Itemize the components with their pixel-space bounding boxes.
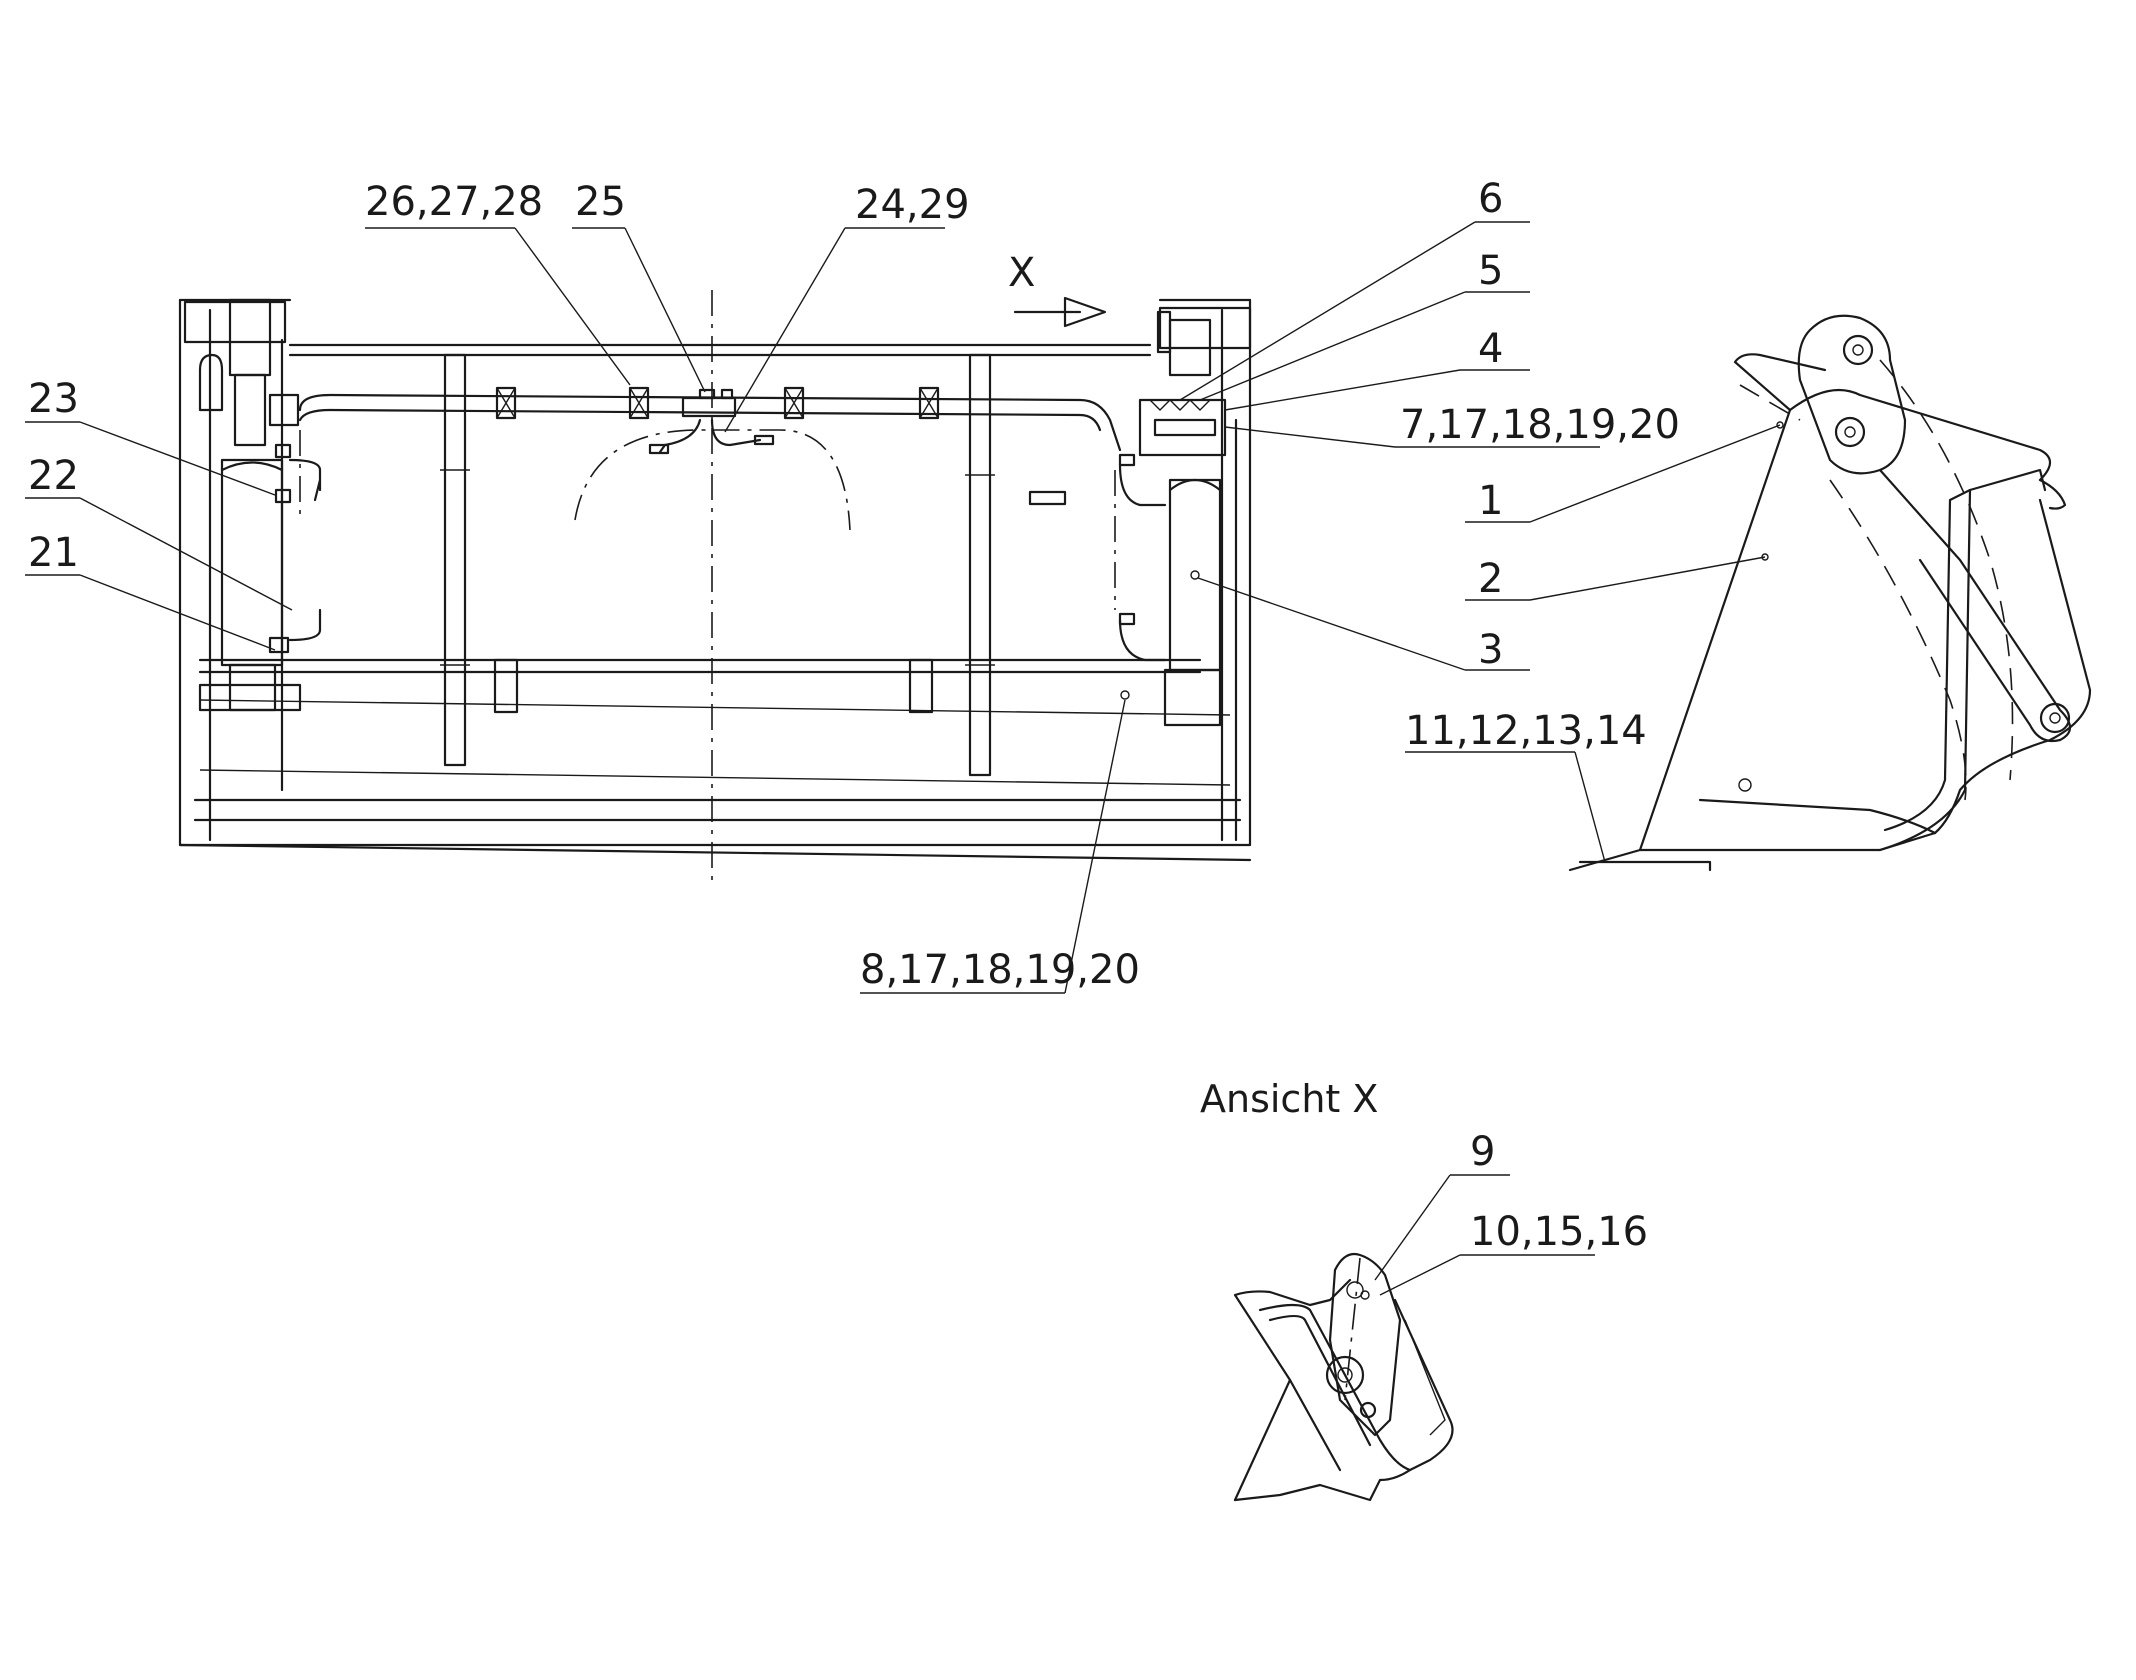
right-cylinder [1118, 306, 1252, 727]
leader-lines [25, 221, 1781, 1296]
callout-5: 5 [1478, 248, 1503, 294]
callout-25: 25 [575, 179, 626, 225]
hose-clamps [495, 386, 940, 420]
view-arrow: X [1008, 250, 1107, 328]
callout-22: 22 [28, 453, 79, 499]
callout-21: 21 [28, 530, 79, 576]
callout-4: 4 [1478, 326, 1503, 372]
detail-view-x: Ansicht X [1200, 1077, 1454, 1502]
detail-view-title: Ansicht X [1200, 1077, 1378, 1121]
callout-8-17-18-19-20: 8,17,18,19,20 [860, 947, 1140, 993]
side-view [1568, 314, 2092, 872]
callout-26-27-28: 26,27,28 [365, 179, 543, 225]
callout-23: 23 [28, 376, 79, 422]
callout-1: 1 [1478, 478, 1503, 524]
callout-2: 2 [1478, 556, 1503, 602]
tee-fitting [648, 388, 775, 455]
callout-9: 9 [1470, 1129, 1495, 1175]
callout-11-12-13-14: 11,12,13,14 [1405, 708, 1647, 754]
callout-10-15-16: 10,15,16 [1470, 1209, 1648, 1255]
left-cylinder [183, 298, 322, 792]
callout-3: 3 [1478, 627, 1503, 673]
view-arrow-letter: X [1008, 250, 1035, 296]
front-view: X [178, 250, 1252, 880]
callout-6: 6 [1478, 176, 1503, 222]
callout-labels: 26,27,28 25 24,29 6 5 4 7,17,18,19,20 1 … [28, 176, 1680, 1255]
callout-24-29: 24,29 [855, 182, 970, 228]
callout-7-17-18-19-20: 7,17,18,19,20 [1400, 402, 1680, 448]
